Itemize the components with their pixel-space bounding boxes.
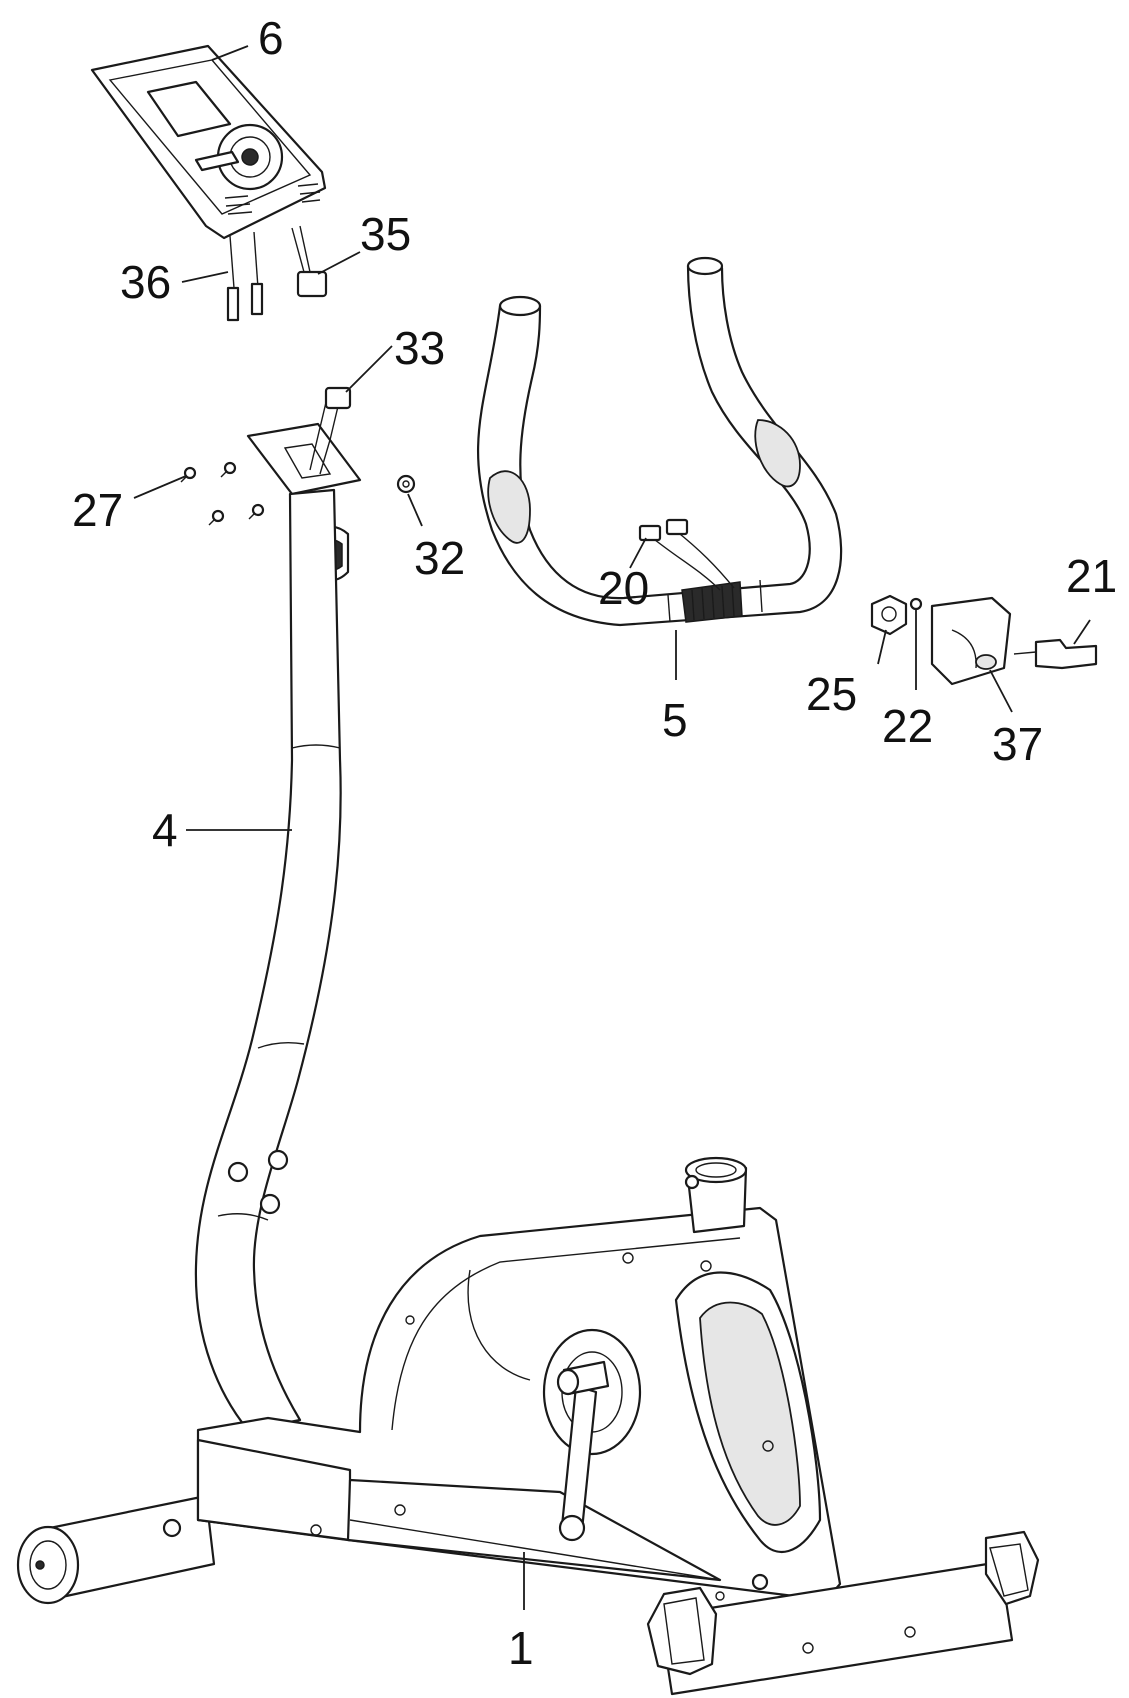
screws-part	[180, 461, 265, 526]
callout-25: 25	[806, 668, 857, 720]
sensor-wires-part	[638, 518, 735, 591]
callout-5: 5	[662, 694, 688, 746]
callout-37: 37	[992, 718, 1043, 770]
console-cables-part	[226, 225, 328, 322]
grommet-part	[396, 474, 416, 494]
leader-lines	[133, 45, 1091, 1610]
washer-part	[909, 597, 923, 611]
clamp-cover-part	[930, 596, 1012, 686]
callout-27: 27	[72, 484, 123, 536]
callout-32: 32	[414, 532, 465, 584]
mount-plate-part	[246, 386, 362, 496]
callout-1: 1	[508, 1622, 534, 1674]
knob-bolt-part	[1013, 638, 1098, 670]
callout-22: 22	[882, 700, 933, 752]
callout-35: 35	[360, 208, 411, 260]
console-part	[90, 44, 327, 240]
handlebar-part	[477, 256, 843, 627]
upright-post-part	[194, 488, 342, 1432]
callout-4: 4	[152, 804, 178, 856]
callout-20: 20	[598, 562, 649, 614]
callout-36: 36	[120, 256, 171, 308]
main-frame-part	[16, 1156, 1040, 1696]
callout-21: 21	[1066, 550, 1117, 602]
callout-33: 33	[394, 322, 445, 374]
callout-6: 6	[258, 12, 284, 64]
callout-labels: 6 36 35 33 27 32 20 5 25 22 37 21 4 1	[72, 12, 1117, 1674]
clamp-bracket-part	[870, 594, 908, 636]
